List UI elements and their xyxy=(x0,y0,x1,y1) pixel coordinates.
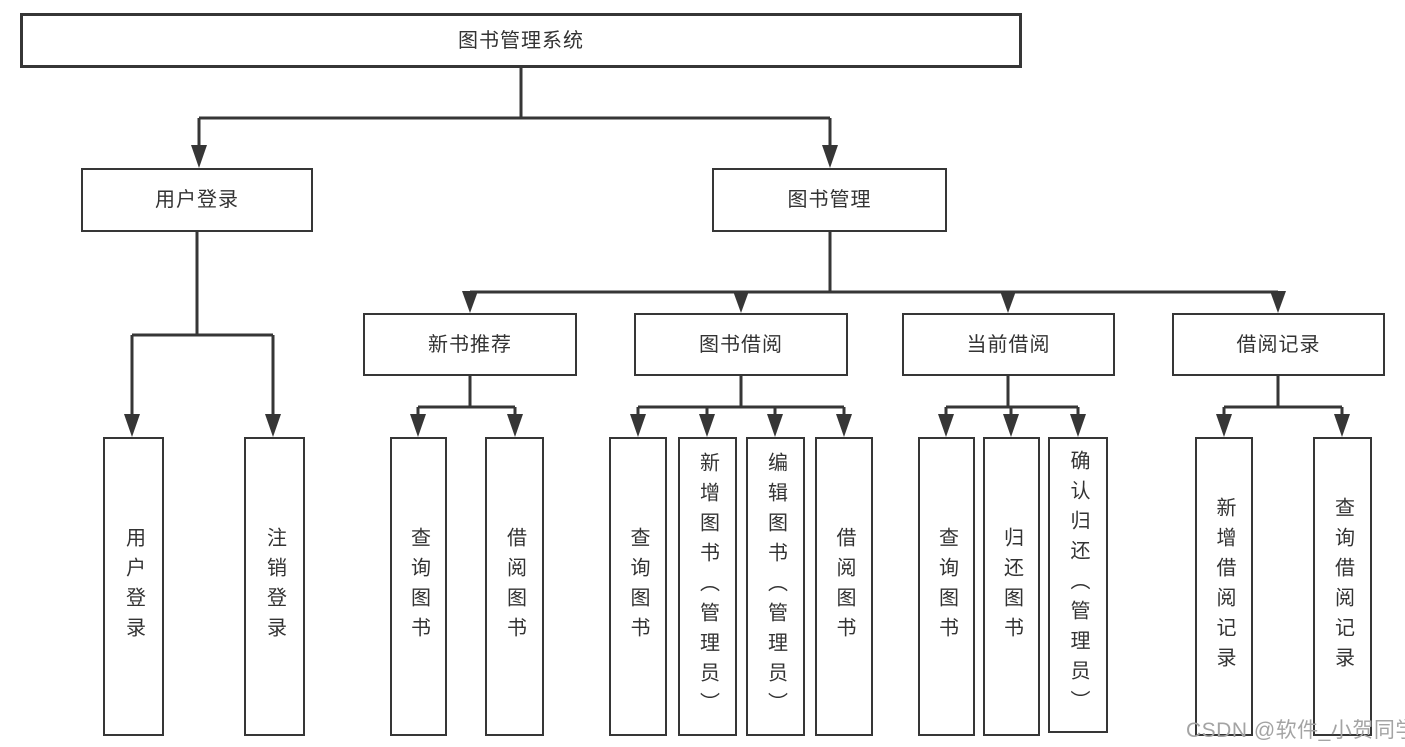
leaf-query-books-3: 查询图书 xyxy=(918,437,975,736)
node-book-management: 图书管理 xyxy=(712,168,947,232)
leaf-user-login: 用户登录 xyxy=(103,437,164,736)
leaf-query-books-2: 查询图书 xyxy=(609,437,667,736)
leaf-add-books-admin: 新增图书（管理员） xyxy=(678,437,737,736)
leaf-return-books: 归还图书 xyxy=(983,437,1040,736)
node-book-borrow: 图书借阅 xyxy=(634,313,848,376)
leaf-confirm-return-admin: 确认归还（管理员） xyxy=(1048,437,1108,733)
arrowheads xyxy=(124,145,1350,437)
leaf-edit-books-admin: 编辑图书（管理员） xyxy=(746,437,805,736)
node-root-library-system: 图书管理系统 xyxy=(20,13,1022,68)
leaf-query-borrow-record: 查询借阅记录 xyxy=(1313,437,1372,736)
leaf-borrow-books-2: 借阅图书 xyxy=(815,437,873,736)
node-new-book-recommend: 新书推荐 xyxy=(363,313,577,376)
node-current-borrow: 当前借阅 xyxy=(902,313,1115,376)
leaf-add-borrow-record: 新增借阅记录 xyxy=(1195,437,1253,736)
leaf-query-books-1: 查询图书 xyxy=(390,437,447,736)
leaf-borrow-books-1: 借阅图书 xyxy=(485,437,544,736)
leaf-logout: 注销登录 xyxy=(244,437,305,736)
node-borrow-records: 借阅记录 xyxy=(1172,313,1385,376)
node-user-login: 用户登录 xyxy=(81,168,313,232)
